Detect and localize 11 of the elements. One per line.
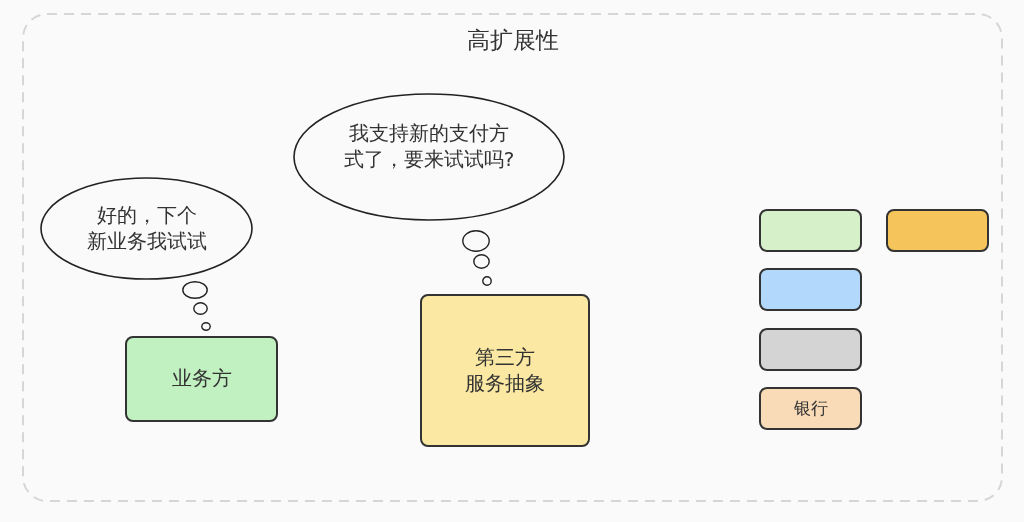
thought-bubble: 好的，下个新业务我试试 <box>40 177 253 280</box>
frame-title: 高扩展性 <box>466 27 559 55</box>
dashed-frame <box>22 13 1003 502</box>
option-box <box>886 209 989 252</box>
process-box: 第三方服务抽象 <box>420 294 590 447</box>
process-box: 业务方 <box>125 336 278 422</box>
option-box: 银行 <box>759 387 862 430</box>
option-box <box>759 268 862 311</box>
option-box <box>759 209 862 252</box>
option-box <box>759 328 862 371</box>
thought-bubble: 我支持新的支付方式了，要来试试吗? <box>293 93 565 221</box>
